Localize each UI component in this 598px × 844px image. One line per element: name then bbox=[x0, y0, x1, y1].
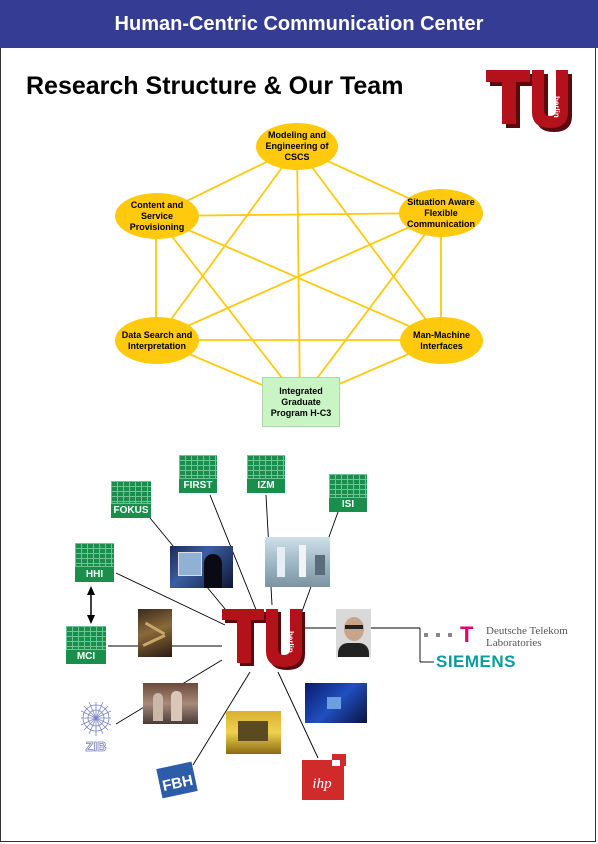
institute-first-label: FIRST bbox=[179, 477, 217, 493]
photo-lab-worker bbox=[170, 546, 233, 588]
header-bar: Human-Centric Communication Center bbox=[0, 0, 598, 48]
photo-circuit bbox=[138, 609, 172, 657]
telekom-t-icon: T bbox=[460, 622, 474, 647]
node-content-service: Content and Service Provisioning bbox=[115, 193, 199, 239]
tu-berlin-logo-top: berlin bbox=[486, 70, 572, 132]
telekom-name-line1: Deutsche Telekom bbox=[486, 625, 568, 637]
institute-izm-logo: IZM bbox=[247, 455, 285, 493]
institute-ihp-logo: ihp bbox=[302, 754, 346, 800]
photo-person-portrait bbox=[336, 609, 371, 657]
institute-isi-logo: ISI bbox=[329, 474, 367, 512]
institute-ihp-label: ihp bbox=[312, 776, 332, 792]
research-network-lines bbox=[155, 146, 442, 402]
institute-fbh-label: FBH bbox=[161, 772, 195, 795]
telekom-name-line2: Laboratories bbox=[486, 637, 542, 649]
institute-first-logo: FIRST bbox=[179, 455, 217, 493]
photo-equipment bbox=[305, 683, 367, 723]
node-data-search: Data Search and Interpretation bbox=[115, 317, 199, 364]
institute-mci-logo: MCI bbox=[66, 626, 106, 664]
siemens-logo: SIEMENS bbox=[436, 652, 517, 671]
institute-fbh-logo: FBH bbox=[156, 761, 198, 799]
institute-hhi-logo: HHI bbox=[75, 543, 114, 582]
node-man-machine: Man-Machine Interfaces bbox=[400, 317, 483, 364]
institute-zib-label: ZIB bbox=[86, 739, 107, 754]
institute-fokus-label: FOKUS bbox=[111, 502, 151, 518]
institute-izm-label: IZM bbox=[247, 477, 285, 493]
institute-isi-label: ISI bbox=[329, 496, 367, 512]
tu-berlin-logo-text: berlin bbox=[552, 96, 561, 118]
node-graduate-program: Integrated Graduate Program H-C3 bbox=[262, 377, 340, 427]
institute-mci-label: MCI bbox=[66, 648, 106, 664]
photo-machine bbox=[226, 711, 281, 754]
institute-fokus-logo: FOKUS bbox=[111, 481, 151, 518]
photo-cleanroom bbox=[265, 537, 330, 587]
hhi-mci-double-arrow bbox=[87, 586, 95, 624]
institute-zib-logo: ZIB bbox=[80, 701, 112, 754]
photo-team-group bbox=[143, 683, 198, 724]
tu-berlin-logo-center: berlin bbox=[222, 609, 305, 670]
deutsche-telekom-logo: T Deutsche Telekom Laboratories bbox=[460, 622, 568, 649]
institute-hhi-label: HHI bbox=[75, 566, 114, 582]
page-title: Research Structure & Our Team bbox=[26, 72, 404, 100]
node-situation-aware: Situation Aware Flexible Communication bbox=[399, 189, 483, 237]
header-title: Human-Centric Communication Center bbox=[114, 12, 484, 35]
telekom-dots-icon bbox=[424, 633, 452, 637]
node-modeling-engineering: Modeling and Engineering of CSCS bbox=[256, 123, 338, 170]
tu-berlin-center-text: berlin bbox=[286, 631, 295, 653]
